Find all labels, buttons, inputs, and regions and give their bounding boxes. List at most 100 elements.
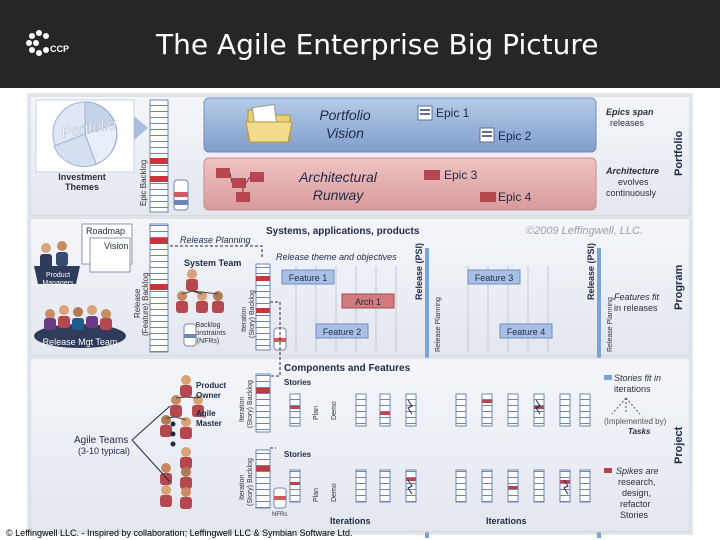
folder-icon <box>245 104 293 143</box>
agile-master-2: Master <box>196 419 222 428</box>
project-panel <box>29 357 691 533</box>
runway-title-1: Architectural <box>298 169 378 185</box>
stories-label-top: Stories <box>284 378 312 387</box>
release-mgt-team-icon <box>34 305 126 348</box>
demo-label-2: Demo <box>331 483 338 502</box>
implemented-by: (Implemented by) <box>604 417 667 426</box>
architectural-runway-band <box>203 157 597 211</box>
epic-2-label: Epic 2 <box>498 129 532 143</box>
note-epics-1: Epics span <box>606 107 654 117</box>
note-epics-2: releases <box>610 118 645 128</box>
ccp-logo <box>26 30 49 56</box>
release-planning-vert-1: Release Planning <box>435 297 442 352</box>
note-stories-1: Stories fit in <box>614 373 661 383</box>
epic-4-marker <box>480 192 496 202</box>
portfolio-vision-band <box>203 97 597 153</box>
stories-label-bottom: Stories <box>284 450 312 459</box>
spikes-legend-swatch <box>604 468 612 473</box>
slide-title: The Agile Enterprise Big Picture <box>156 28 599 61</box>
plan-label-2: Plan <box>313 488 320 502</box>
backlog-constraints-1: Backlog <box>196 322 221 329</box>
epic-1-label: Epic 1 <box>436 106 470 120</box>
note-spikes-3: design, <box>622 488 651 498</box>
investment-themes-label-1: Investment <box>58 172 106 182</box>
iterations-label-2: Iterations <box>486 516 527 526</box>
lightning-icons <box>407 399 569 495</box>
epic-backlog-label: Epic Backlog <box>139 160 148 206</box>
stories-legend-swatch <box>604 375 612 380</box>
note-features-2: in releases <box>614 303 658 313</box>
project-backlog-1-b: (Story) Backlog <box>247 380 254 428</box>
release-mgt-team-label: Release Mgt Team <box>43 337 118 347</box>
feature-4-box <box>499 323 553 339</box>
feature-1-label: Feature 1 <box>289 273 328 283</box>
note-spikes-2: research, <box>618 477 656 487</box>
team-1-icon <box>160 375 204 439</box>
tasks-label: Tasks <box>628 427 651 436</box>
program-iteration-backlog-2: (Story) Backlog <box>249 290 256 338</box>
agile-master-1: Agile <box>196 409 216 418</box>
arch-1-label: Arch 1 <box>355 297 381 307</box>
tasks-arrows <box>611 397 641 415</box>
system-team-icon <box>176 269 224 313</box>
feature-2-box <box>315 323 369 339</box>
product-managers-label-1: Product <box>46 272 70 279</box>
feature-4-label: Feature 4 <box>507 327 546 337</box>
feature-1-box <box>281 269 335 285</box>
project-backlog-2-b: (Story) Backlog <box>247 458 254 506</box>
release-feature-backlog <box>149 223 169 353</box>
project-iteration-backlog-2 <box>255 449 287 509</box>
teams-connector <box>131 405 176 483</box>
nfr-backlog-icon <box>183 323 197 347</box>
release-planning-label: Release Planning <box>180 235 251 245</box>
backlog-constraints-3: (NFRs) <box>197 338 220 345</box>
release-psi-label-1: Release (PSI) <box>414 243 424 300</box>
slide-header: CCP The Agile Enterprise Big Picture <box>0 0 720 88</box>
iterations-label-1: Iterations <box>330 516 371 526</box>
components-heading: Components and Features <box>284 363 411 374</box>
product-managers-icon <box>34 241 80 284</box>
portfolio-level-label: Portfolio <box>673 131 685 176</box>
backlog-constraints-2: Constraints <box>190 330 226 337</box>
program-to-project-dash <box>270 301 281 449</box>
runway-title-2: Runway <box>313 187 365 203</box>
agile-teams-label-2: (3-10 typical) <box>78 446 130 456</box>
note-spikes-1: Spikes are <box>616 466 659 476</box>
note-spikes-4: refactor <box>620 499 651 509</box>
roadmap-label: Roadmap <box>86 226 125 236</box>
footer-credit: © Leffingwell LLC. - Inspired by collabo… <box>6 528 353 538</box>
release-planning-arrow <box>170 245 263 258</box>
epic-3-label: Epic 3 <box>444 168 478 182</box>
arch-1-box <box>341 293 395 309</box>
note-arch-2: evolves <box>618 177 649 187</box>
project-backlog-2-a: Iteration <box>239 475 246 500</box>
program-iteration-backlog-1: Iteration <box>241 307 248 332</box>
vision-label: Vision <box>104 241 128 251</box>
release-planning-vert-2: Release Planning <box>607 297 614 352</box>
system-team-label: System Team <box>184 258 241 268</box>
feature-2-label: Feature 2 <box>323 327 362 337</box>
release-backlog-label-2: (Feature) Backlog <box>141 272 150 336</box>
logo-text: CCP <box>50 44 70 54</box>
release-psi-label-2: Release (PSI) <box>586 243 596 300</box>
roadmap-doc <box>81 223 133 273</box>
note-stories-2: iterations <box>614 384 651 394</box>
themes-arrow <box>134 116 148 140</box>
product-owner-2: Owner <box>196 391 221 400</box>
epic-doc-icon <box>417 105 495 143</box>
epic-backlog: Epic Backlog <box>139 99 189 213</box>
release-backlog-label-1: Release <box>133 288 142 318</box>
copyright-note: ©2009 Leffingwell, LLC. <box>526 225 643 237</box>
team-2-icon <box>160 447 192 509</box>
product-managers-label-2: Managers <box>42 280 74 287</box>
investment-themes-pie: Portfolio <box>35 99 135 173</box>
feature-3-label: Feature 3 <box>475 273 514 283</box>
release-theme-label: Release theme and objectives <box>276 252 397 262</box>
note-spikes-5: Stories <box>620 510 649 520</box>
plan-label-1: Plan <box>313 406 320 420</box>
demo-label-1: Demo <box>331 401 338 420</box>
portfolio-vision-title-1: Portfolio <box>319 107 371 123</box>
program-level-label: Program <box>673 265 685 310</box>
big-picture-diagram: Portfolio Investment Themes Epic Backlog… <box>27 93 693 538</box>
epic-4-label: Epic 4 <box>498 190 532 204</box>
